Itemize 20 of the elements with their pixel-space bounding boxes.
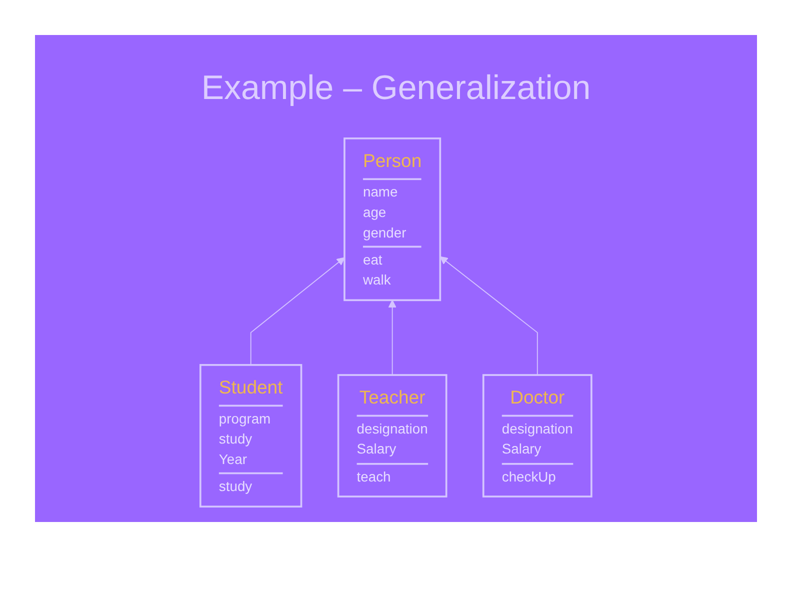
method-list: study bbox=[219, 477, 252, 498]
class-box bbox=[337, 374, 448, 498]
arrow bbox=[250, 257, 345, 366]
arrow bbox=[440, 256, 538, 376]
class-box bbox=[200, 364, 302, 508]
class-box bbox=[344, 137, 442, 302]
class-name: Person bbox=[363, 150, 422, 174]
class-box bbox=[482, 374, 592, 498]
attribute-list: name age gender bbox=[363, 182, 406, 244]
class-name: Teacher bbox=[358, 387, 426, 410]
attribute-list: designation Salary bbox=[502, 419, 573, 460]
diagram-title: Example – Generalization bbox=[201, 69, 591, 108]
attribute-list: designation Salary bbox=[356, 419, 428, 460]
method-list: checkUp bbox=[502, 467, 556, 488]
attribute-list: program study Year bbox=[219, 409, 271, 470]
arrow bbox=[388, 300, 396, 376]
method-list: teach bbox=[356, 467, 391, 488]
method-list: eat walk bbox=[363, 250, 391, 291]
class-name: Student bbox=[219, 376, 283, 400]
class-name: Doctor bbox=[509, 387, 566, 410]
